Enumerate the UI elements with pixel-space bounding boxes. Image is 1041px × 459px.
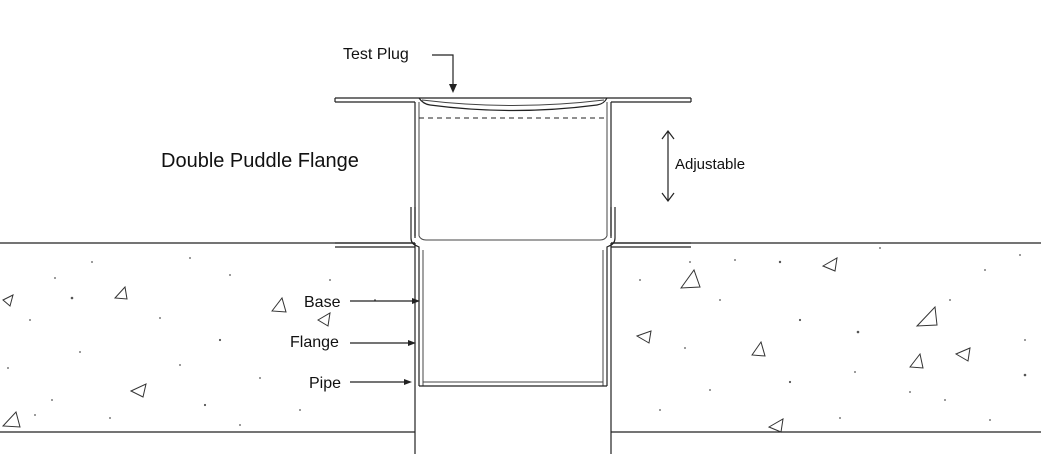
test-plug-leader <box>432 54 454 85</box>
base-arrowhead <box>412 298 420 304</box>
pipe-label: Pipe <box>309 375 341 392</box>
aggregate-speckles <box>7 247 1027 426</box>
test-plug-curve-inner <box>421 99 605 106</box>
adjustable-callout: Adjustable <box>661 130 745 202</box>
base-label: Base <box>304 294 341 311</box>
base-callout: Base <box>304 294 420 311</box>
pipe-arrowhead <box>404 379 412 385</box>
test-plug-label: Test Plug <box>343 46 409 63</box>
pipe <box>414 243 612 454</box>
adjustable-label: Adjustable <box>675 156 745 173</box>
concrete-slab <box>0 242 1041 433</box>
test-plug-callout: Test Plug <box>343 46 457 93</box>
flange-arrowhead <box>408 340 416 346</box>
body-bottom <box>418 235 608 241</box>
flange-callout: Flange <box>290 334 416 351</box>
adjustable-arrow-down <box>661 192 675 202</box>
test-plug-arrowhead <box>449 84 457 93</box>
pipe-callout: Pipe <box>309 375 412 392</box>
sleeve-right-outer <box>606 207 616 386</box>
lower-flange <box>335 242 691 248</box>
sleeve-left-outer <box>410 207 420 386</box>
test-plug <box>418 97 608 112</box>
flange-label: Flange <box>290 334 339 351</box>
aggregate-triangles <box>1 257 971 433</box>
adjustable-arrow-up <box>661 130 675 140</box>
test-plug-curve <box>418 97 608 112</box>
adjustable-body <box>334 97 692 241</box>
base-sleeve <box>410 207 616 387</box>
diagram-title: Double Puddle Flange <box>161 150 359 172</box>
